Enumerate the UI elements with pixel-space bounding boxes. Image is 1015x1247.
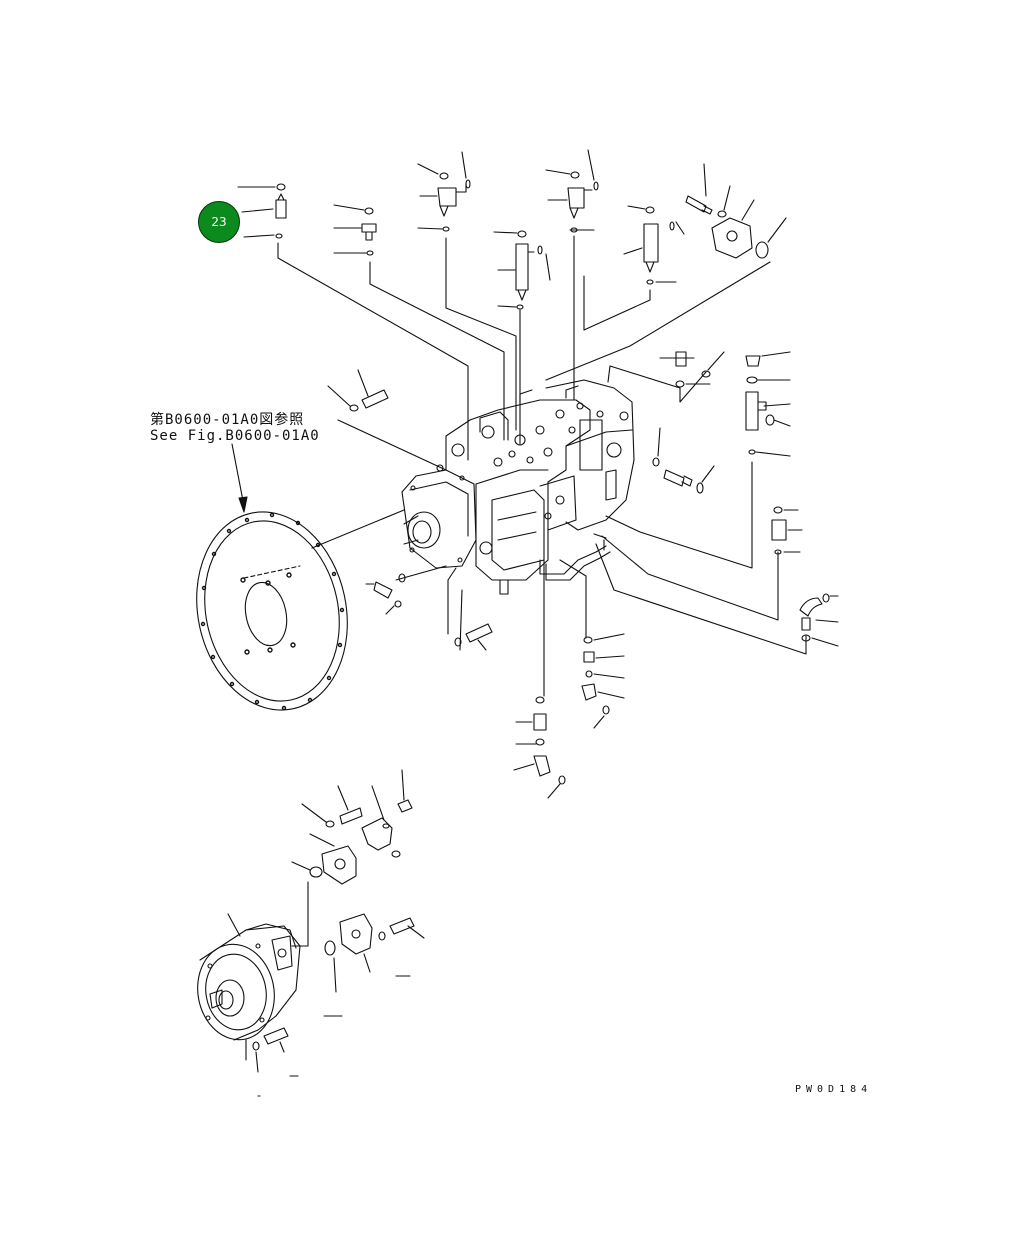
- drawing-code: PW0D184: [795, 1084, 873, 1095]
- gear-pump-parts: [252, 769, 425, 1097]
- callout-badge[interactable]: 23: [198, 201, 240, 243]
- main-pump: [401, 379, 635, 595]
- reference-note-jp: 第B0600-01A0図参照: [150, 412, 305, 428]
- leader-lines: [277, 235, 807, 697]
- fittings-top: [237, 149, 839, 799]
- callout-number: 23: [211, 215, 227, 229]
- reference-arrow: [231, 443, 248, 513]
- reference-note-en: See Fig.B0600-01A0: [150, 428, 320, 444]
- flywheel-plate: [196, 511, 348, 711]
- gear-pump: [197, 913, 301, 1061]
